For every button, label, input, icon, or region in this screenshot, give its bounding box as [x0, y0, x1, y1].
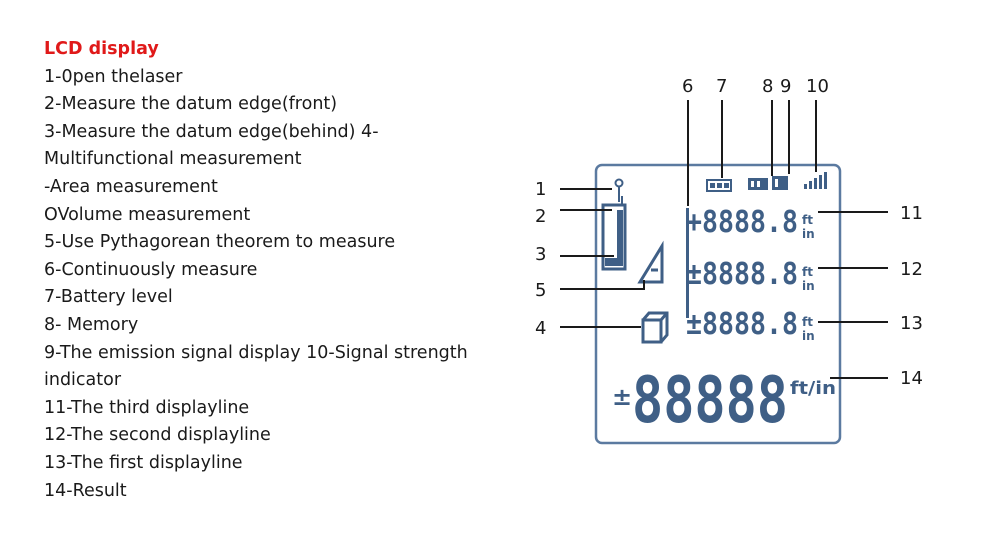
third-display-line: +8888.8 [686, 205, 798, 240]
second-display-line: ±8888.8 [686, 257, 798, 292]
first-display-line: ±8888.8 [686, 307, 798, 342]
legend-line: 12-The second displayline [44, 425, 271, 446]
emission-signal-icon [772, 176, 788, 190]
pythagorean-icon [637, 240, 664, 284]
first-line-unit: ft [802, 315, 813, 329]
legend-line: 9-The emission signal display 10-Signal … [44, 342, 468, 363]
continuous-measure-icon [686, 208, 689, 318]
legend-line: 11-The third displayline [44, 397, 250, 418]
legend-line: 1-0pen thelaser [44, 66, 183, 87]
callout-11: 11 [900, 203, 923, 224]
callout-7: 7 [716, 76, 727, 97]
second-line-unit: ft [802, 265, 813, 279]
legend-line: 5-Use Pythagorean theorem to measure [44, 232, 396, 253]
datum-edge-icon [601, 203, 627, 271]
volume-cube-icon [641, 311, 669, 344]
callout-4: 4 [535, 318, 546, 339]
legend-line: 14-Result [44, 480, 127, 501]
callout-10: 10 [806, 76, 829, 97]
callout-13: 13 [900, 313, 923, 334]
result-unit: ft/in [790, 378, 836, 399]
first-line-unit-2: in [802, 329, 815, 343]
battery-icon [706, 179, 732, 192]
callout-2: 2 [535, 206, 546, 227]
legend-line: 8- Memory [44, 314, 139, 335]
lcd-frame [594, 163, 842, 445]
callout-3: 3 [535, 244, 546, 265]
callout-1: 1 [535, 179, 546, 200]
legend-line: 6-Continuously measure [44, 259, 258, 280]
legend-line: 13-The first displayline [44, 452, 243, 473]
callout-5: 5 [535, 280, 546, 301]
legend-line: OVolume measurement [44, 204, 251, 225]
legend-line: 3-Measure the datum edge(behind) 4- [44, 121, 379, 142]
laser-icon [614, 178, 624, 204]
third-line-unit-2: in [802, 227, 815, 241]
legend-line: indicator [44, 370, 122, 391]
second-line-unit-2: in [802, 279, 815, 293]
legend-line: 7-Battery level [44, 287, 173, 308]
legend-line: 2-Measure the datum edge(front) [44, 94, 338, 115]
callout-12: 12 [900, 259, 923, 280]
callout-lines [560, 100, 888, 379]
result-sign: ± [612, 383, 632, 411]
callout-9: 9 [780, 76, 791, 97]
memory-icon [748, 178, 768, 190]
signal-strength-icon [804, 172, 827, 189]
callout-14: 14 [900, 368, 923, 389]
legend-line: -Area measurement [44, 176, 218, 197]
callout-6: 6 [682, 76, 693, 97]
legend-title: LCD display [44, 39, 159, 59]
legend: LCD display 1-0pen thelaser 2-Measure th… [44, 36, 504, 505]
result-display-line: 88888 [632, 364, 788, 438]
callout-8: 8 [762, 76, 773, 97]
third-line-unit: ft [802, 213, 813, 227]
legend-line: Multifunctional measurement [44, 149, 302, 170]
